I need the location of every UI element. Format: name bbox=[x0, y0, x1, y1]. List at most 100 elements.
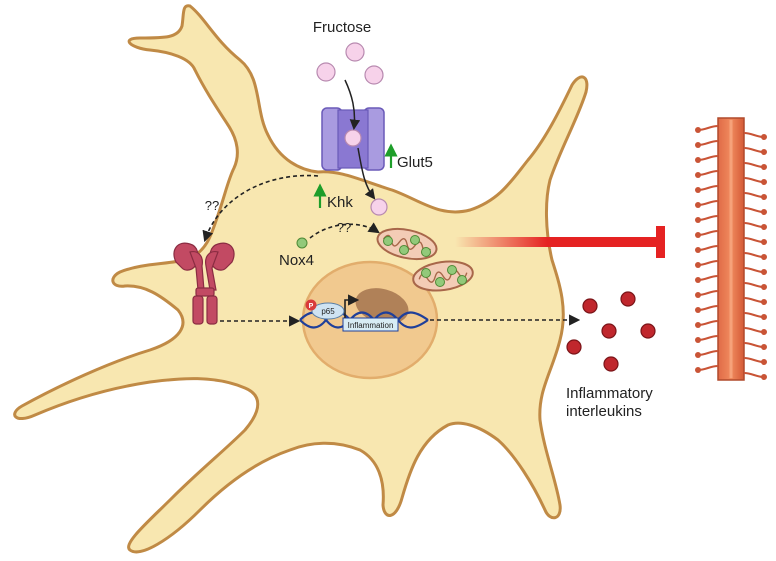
dendritic-spine bbox=[743, 282, 765, 288]
fructose-molecule bbox=[364, 65, 384, 85]
dendritic-spine bbox=[697, 290, 719, 296]
dendritic-spine bbox=[743, 312, 765, 318]
inhibition-bar-icon bbox=[455, 237, 660, 247]
interleukin-particle bbox=[620, 291, 636, 307]
dendritic-spine bbox=[697, 230, 719, 236]
ros-particle bbox=[421, 247, 431, 257]
spine-head bbox=[761, 254, 767, 260]
spine-head bbox=[695, 307, 701, 313]
p65-label: p65 bbox=[321, 307, 335, 316]
dendritic-spine bbox=[743, 267, 765, 273]
spine-head bbox=[761, 164, 767, 170]
dendritic-spine bbox=[743, 237, 765, 243]
khk-label: Khk bbox=[327, 194, 353, 211]
nox4-label: Nox4 bbox=[279, 252, 314, 269]
dendritic-spine bbox=[697, 365, 719, 371]
spine-head bbox=[761, 149, 767, 155]
dendritic-spine bbox=[743, 297, 765, 303]
spine-head bbox=[761, 194, 767, 200]
neuron-axon bbox=[717, 117, 745, 381]
ros-particle bbox=[457, 275, 467, 285]
dendritic-spine bbox=[743, 372, 765, 378]
spine-head bbox=[695, 367, 701, 373]
spine-head bbox=[761, 269, 767, 275]
spine-head bbox=[761, 134, 767, 140]
dendritic-spine bbox=[743, 252, 765, 258]
spine-head bbox=[695, 337, 701, 343]
dendritic-spine bbox=[697, 125, 719, 131]
unknown-pathway-arrow bbox=[202, 174, 319, 243]
p65-protein bbox=[311, 302, 345, 320]
spine-head bbox=[695, 322, 701, 328]
dendritic-spine bbox=[697, 350, 719, 356]
spine-head bbox=[761, 209, 767, 215]
spine-head bbox=[695, 247, 701, 253]
ros-particle bbox=[421, 268, 431, 278]
interleukin-particle bbox=[582, 298, 598, 314]
spine-head bbox=[761, 329, 767, 335]
spine-head bbox=[695, 142, 701, 148]
dendritic-spine bbox=[743, 327, 765, 333]
dendritic-spine bbox=[743, 177, 765, 183]
spine-head bbox=[761, 224, 767, 230]
dendritic-spine bbox=[697, 170, 719, 176]
fructose-molecule bbox=[370, 198, 388, 216]
nox4-pathway-arrow bbox=[309, 222, 380, 239]
dendritic-spine bbox=[697, 335, 719, 341]
dendritic-spine bbox=[743, 132, 765, 138]
spine-head bbox=[761, 179, 767, 185]
dendritic-spine bbox=[743, 162, 765, 168]
spine-head bbox=[761, 284, 767, 290]
spine-head bbox=[695, 127, 701, 133]
spine-head bbox=[761, 359, 767, 365]
neuron-spines bbox=[695, 125, 767, 380]
dendritic-spine bbox=[697, 245, 719, 251]
unknown-label-2: ?? bbox=[337, 220, 351, 235]
phospho-marker bbox=[305, 299, 317, 311]
membrane-receptor bbox=[173, 242, 235, 325]
dendritic-spine bbox=[743, 222, 765, 228]
dendritic-spine bbox=[743, 147, 765, 153]
dendritic-spine bbox=[743, 192, 765, 198]
dendritic-spine bbox=[697, 185, 719, 191]
nox4-molecule bbox=[296, 237, 308, 249]
spine-head bbox=[695, 187, 701, 193]
dendritic-spine bbox=[743, 357, 765, 363]
interleukin-particle bbox=[566, 339, 582, 355]
interleukin-particle bbox=[603, 356, 619, 372]
spine-head bbox=[695, 277, 701, 283]
dendritic-spine bbox=[697, 200, 719, 206]
fructose-label: Fructose bbox=[313, 19, 371, 36]
dendritic-spine bbox=[697, 155, 719, 161]
spine-head bbox=[695, 202, 701, 208]
spine-head bbox=[695, 292, 701, 298]
transcription-start-arrow-icon bbox=[344, 294, 360, 318]
ros-particle bbox=[447, 265, 457, 275]
cell-body bbox=[13, 4, 589, 554]
dendritic-spine bbox=[697, 215, 719, 221]
spine-head bbox=[761, 239, 767, 245]
dendritic-spine bbox=[697, 305, 719, 311]
ros-particle bbox=[435, 277, 445, 287]
interleukins-label-line2: interleukins bbox=[566, 403, 642, 420]
interleukins-label-line1: Inflammatory bbox=[566, 385, 653, 402]
interleukin-particle bbox=[640, 323, 656, 339]
inhibition-bar-icon bbox=[656, 226, 665, 258]
dendritic-spine bbox=[697, 320, 719, 326]
interleukin-particle bbox=[601, 323, 617, 339]
ros-particle bbox=[383, 236, 393, 246]
phospho-label: P bbox=[309, 303, 314, 310]
spine-head bbox=[695, 217, 701, 223]
spine-head bbox=[761, 374, 767, 380]
spine-head bbox=[761, 344, 767, 350]
spine-head bbox=[695, 172, 701, 178]
glut5-label: Glut5 bbox=[397, 154, 433, 171]
fructose-molecule bbox=[316, 62, 336, 82]
unknown-label-1: ?? bbox=[205, 198, 219, 213]
fructose-molecule bbox=[345, 42, 365, 62]
dendritic-spine bbox=[743, 342, 765, 348]
ros-particle bbox=[399, 245, 409, 255]
spine-head bbox=[761, 314, 767, 320]
ros-particle bbox=[410, 235, 420, 245]
